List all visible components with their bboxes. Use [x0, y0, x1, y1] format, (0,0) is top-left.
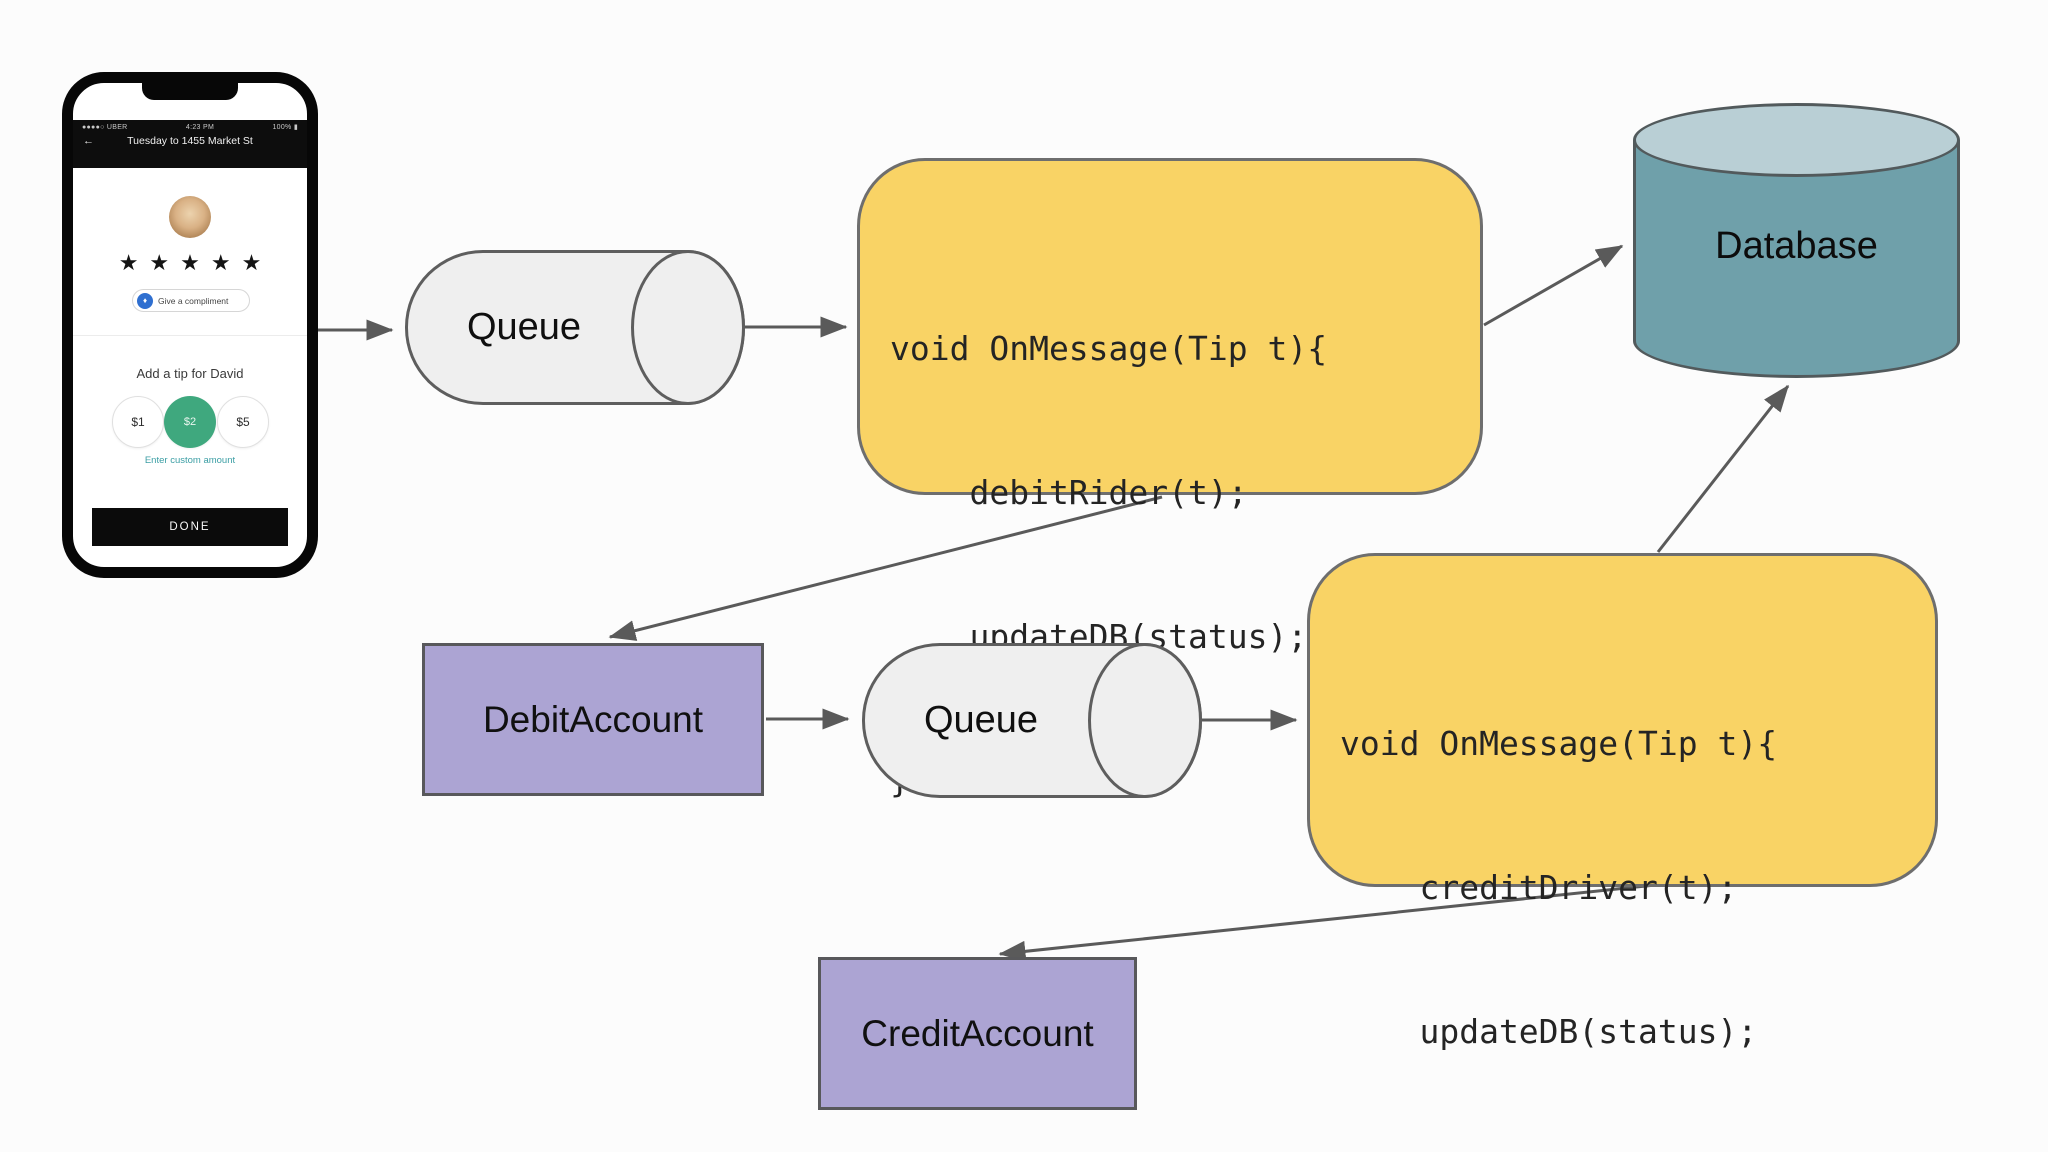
tip-option-1-button[interactable]: $1 — [112, 396, 164, 448]
queue1-cap — [631, 250, 745, 405]
phone-notch — [142, 83, 238, 100]
code-line: void OnMessage(Tip t){ — [890, 329, 1328, 368]
queue2-cylinder: Queue — [862, 643, 1202, 798]
worker2-code: void OnMessage(Tip t){ creditDriver(t); … — [1340, 624, 1777, 1152]
worker1-code-box: void OnMessage(Tip t){ debitRider(t); up… — [857, 158, 1483, 800]
trip-header: ●●●●○ UBER 4:23 PM 100% ▮ ← Tuesday to 1… — [73, 120, 307, 168]
debit-account-label: DebitAccount — [482, 698, 704, 740]
queue2-label: Queue — [923, 699, 1039, 741]
tip-section-title: Add a tip for David — [136, 366, 244, 381]
code-line: creditDriver(t); — [1340, 868, 1738, 907]
arrow-worker1-to-database — [1483, 244, 1624, 327]
carrier-signal-text: ●●●●○ UBER — [82, 123, 128, 131]
arrow-worker2-to-database — [1656, 384, 1790, 553]
debit-account-box: DebitAccount — [422, 643, 764, 796]
tip-option-2-button-selected[interactable]: $2 — [164, 396, 216, 448]
code-line: debitRider(t); — [890, 473, 1248, 512]
give-compliment-button[interactable]: ♦ Give a compliment — [132, 289, 250, 312]
phone-mockup: ●●●●○ UBER 4:23 PM 100% ▮ ← Tuesday to 1… — [62, 72, 318, 578]
driver-avatar — [169, 196, 211, 238]
rating-stars[interactable]: ★★★★★ — [118, 250, 273, 275]
worker2-code-box: void OnMessage(Tip t){ creditDriver(t); … — [1307, 553, 1938, 1051]
queue1-cylinder: Queue — [405, 250, 745, 405]
database-top-ellipse — [1633, 103, 1960, 177]
compliment-badge-icon: ♦ — [137, 292, 153, 309]
database-label: Database — [1715, 225, 1878, 267]
status-bar: ●●●●○ UBER 4:23 PM 100% ▮ — [73, 120, 307, 132]
queue1-label: Queue — [466, 306, 582, 348]
phone-screen: ●●●●○ UBER 4:23 PM 100% ▮ ← Tuesday to 1… — [73, 83, 307, 567]
battery-text: 100% ▮ — [272, 124, 298, 131]
database-cylinder: Database — [1633, 103, 1960, 379]
done-button[interactable]: DONE — [92, 508, 288, 546]
section-divider — [73, 335, 307, 336]
code-line: updateDB(status); — [1340, 1012, 1758, 1051]
code-line: void OnMessage(Tip t){ — [1340, 724, 1778, 763]
credit-account-box: CreditAccount — [818, 957, 1137, 1110]
worker1-code: void OnMessage(Tip t){ debitRider(t); up… — [890, 229, 1327, 901]
enter-custom-amount-link[interactable]: Enter custom amount — [144, 455, 236, 466]
compliment-label: Give a compliment — [158, 295, 229, 306]
queue2-cap — [1088, 643, 1202, 798]
trip-title: Tuesday to 1455 Market St — [127, 135, 253, 147]
clock-text: 4:23 PM — [185, 123, 215, 131]
tip-option-5-button[interactable]: $5 — [217, 396, 269, 448]
credit-account-label: CreditAccount — [861, 1012, 1094, 1054]
back-arrow-icon[interactable]: ← — [83, 135, 94, 147]
